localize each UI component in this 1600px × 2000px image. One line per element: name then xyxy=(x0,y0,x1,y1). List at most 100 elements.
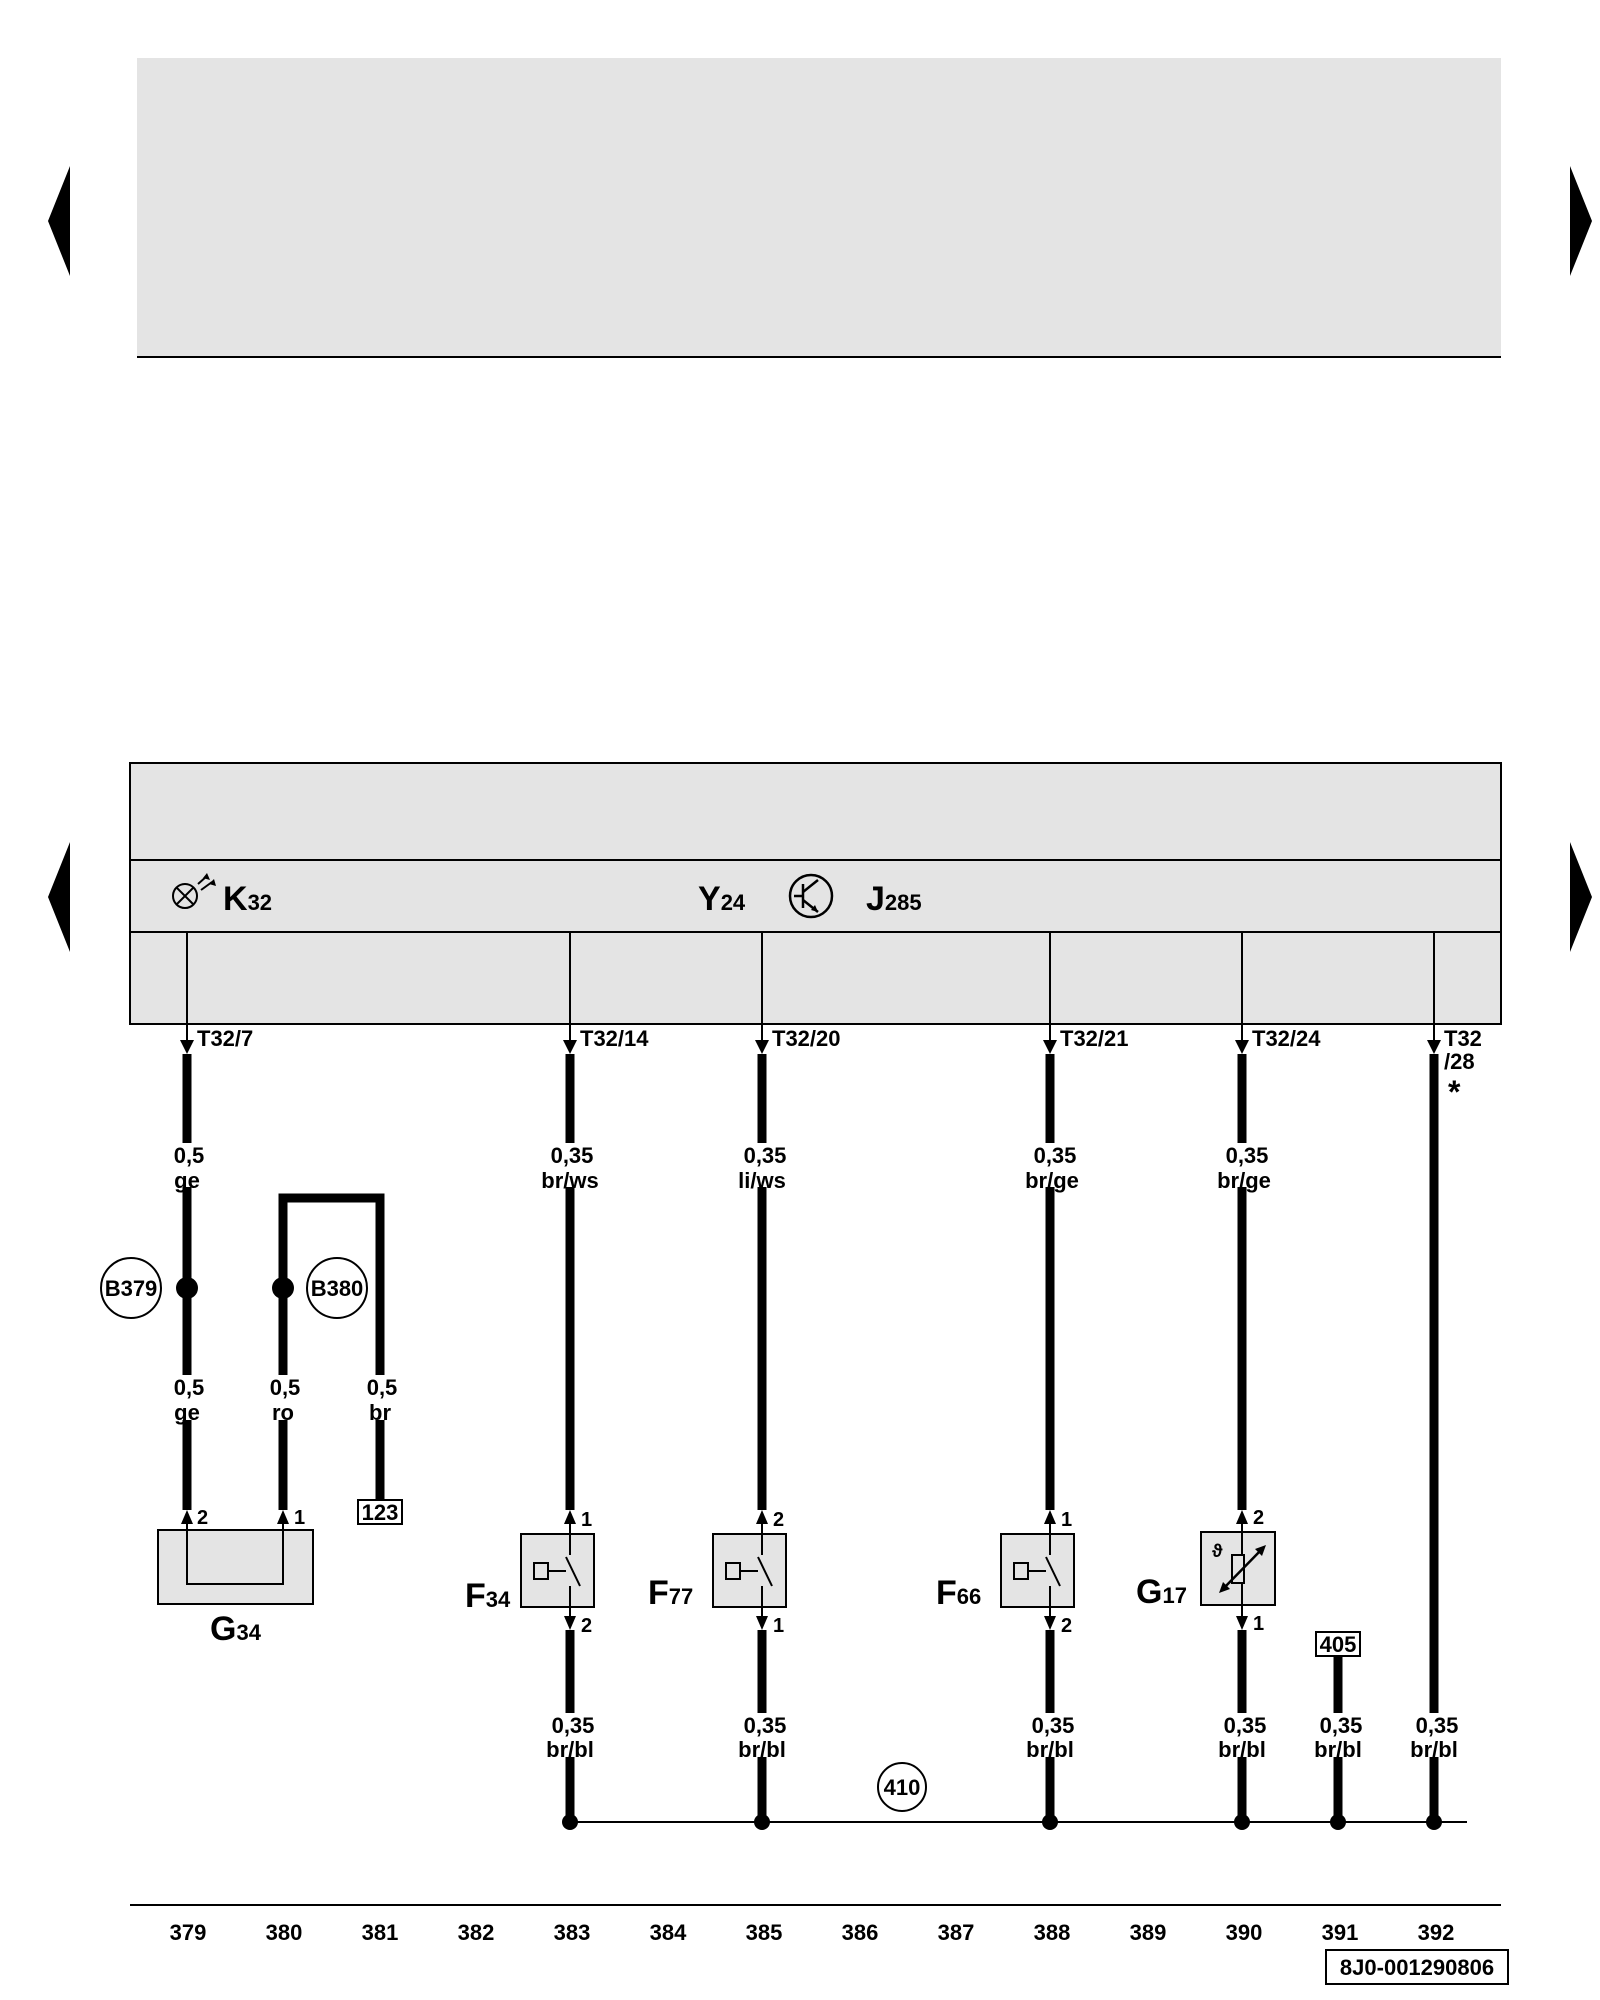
g17-pin-top: 2 xyxy=(1253,1507,1264,1529)
f34-pin-top: 1 xyxy=(581,1509,592,1531)
svg-text:388: 388 xyxy=(1034,1920,1071,1945)
svg-text:0,35: 0,35 xyxy=(1224,1713,1267,1738)
splice-b379-marker[interactable] xyxy=(100,1257,162,1319)
svg-text:0,35: 0,35 xyxy=(744,1713,787,1738)
connector-379: T32/7 xyxy=(197,1026,253,1051)
splice-b380-label: B380 xyxy=(311,1276,364,1301)
ref-123: 123 xyxy=(362,1500,399,1525)
svg-text:0,5: 0,5 xyxy=(270,1375,301,1400)
prev-page-arrow-icon[interactable] xyxy=(48,166,70,276)
connector-390: T32/24 xyxy=(1252,1026,1321,1051)
svg-text:391: 391 xyxy=(1322,1920,1359,1945)
thick-wires xyxy=(182,1054,1439,1818)
svg-text:br/ge: br/ge xyxy=(1217,1168,1271,1193)
svg-text:387: 387 xyxy=(938,1920,975,1945)
switch-f34[interactable] xyxy=(520,1524,595,1616)
svg-text:380: 380 xyxy=(266,1920,303,1945)
transistor-icon xyxy=(788,873,834,919)
prev-section-arrow-icon[interactable] xyxy=(48,842,70,952)
j285-label: J285 xyxy=(866,880,922,918)
svg-text:0,35: 0,35 xyxy=(1416,1713,1459,1738)
splice-b380-marker[interactable] xyxy=(306,1257,368,1319)
svg-text:br/bl: br/bl xyxy=(738,1737,786,1762)
diagram-id: 8J0-001290806 xyxy=(1340,1955,1494,1980)
pin-arrows-up xyxy=(181,1510,1248,1524)
wire-labels-bottom: 0,35 br/bl 0,35 br/bl 0,35 br/bl 0,35 br… xyxy=(546,1713,1458,1762)
svg-text:br: br xyxy=(369,1400,391,1425)
ground-410-label: 410 xyxy=(884,1775,921,1800)
upper-panel xyxy=(137,58,1501,357)
svg-text:0,35: 0,35 xyxy=(1032,1713,1075,1738)
svg-text:385: 385 xyxy=(746,1920,783,1945)
diagram-id-box xyxy=(1325,1949,1509,1985)
f77-pin-top: 2 xyxy=(773,1509,784,1531)
f66-pin-top: 1 xyxy=(1061,1509,1072,1531)
control-unit-box xyxy=(129,762,1502,1025)
temp-sender-g17[interactable]: ϑ xyxy=(1200,1524,1276,1616)
g17-pin-bottom: 1 xyxy=(1253,1613,1264,1635)
f77-label: F77 xyxy=(648,1574,693,1612)
svg-text:0,5: 0,5 xyxy=(174,1375,205,1400)
f77-pin-bottom: 1 xyxy=(773,1615,784,1637)
svg-text:389: 389 xyxy=(1130,1920,1167,1945)
svg-text:ro: ro xyxy=(272,1400,294,1425)
connector-388: T32/21 xyxy=(1060,1026,1129,1051)
ground-410-marker[interactable] xyxy=(877,1762,927,1812)
svg-text:392: 392 xyxy=(1418,1920,1455,1945)
svg-text:0,35: 0,35 xyxy=(1034,1143,1077,1168)
asterisk: * xyxy=(1448,1074,1461,1110)
splice-b380-dot xyxy=(272,1277,294,1299)
svg-text:ge: ge xyxy=(174,1400,200,1425)
g17-label: G17 xyxy=(1136,1573,1187,1611)
connector-385: T32/20 xyxy=(772,1026,841,1051)
f34-label: F34 xyxy=(465,1577,511,1615)
g34-label: G34 xyxy=(210,1610,262,1648)
svg-text:br/bl: br/bl xyxy=(546,1737,594,1762)
svg-text:br/bl: br/bl xyxy=(1410,1737,1458,1762)
switch-f77[interactable] xyxy=(712,1524,787,1616)
f66-pin-bottom: 2 xyxy=(1061,1615,1072,1637)
connector-383: T32/14 xyxy=(580,1026,649,1051)
next-page-arrow-icon[interactable] xyxy=(1570,166,1592,276)
g34-pin-1: 1 xyxy=(294,1507,305,1529)
theta-icon: ϑ xyxy=(1212,1541,1223,1561)
internal-wires xyxy=(186,932,1435,1040)
svg-text:0,35: 0,35 xyxy=(551,1143,594,1168)
svg-text:0,5: 0,5 xyxy=(174,1143,205,1168)
svg-text:386: 386 xyxy=(842,1920,879,1945)
svg-text:0,35: 0,35 xyxy=(1320,1713,1363,1738)
ref-405: 405 xyxy=(1320,1632,1357,1657)
splice-b379-dot xyxy=(176,1277,198,1299)
y24-label: Y24 xyxy=(698,880,746,918)
bus-junctions xyxy=(562,1814,1442,1830)
svg-text:br/bl: br/bl xyxy=(1314,1737,1362,1762)
svg-text:ge: ge xyxy=(174,1168,200,1193)
svg-text:br/ge: br/ge xyxy=(1025,1168,1079,1193)
ref-405-box[interactable] xyxy=(1315,1631,1361,1657)
g34-sensor[interactable] xyxy=(157,1529,314,1605)
svg-text:383: 383 xyxy=(554,1920,591,1945)
switch-f66[interactable] xyxy=(1000,1524,1075,1616)
column-numbers: 379 380 381 382 383 384 385 386 387 388 … xyxy=(170,1920,1455,1945)
svg-text:br/bl: br/bl xyxy=(1026,1737,1074,1762)
splice-b379-label: B379 xyxy=(105,1276,158,1301)
f34-pin-bottom: 2 xyxy=(581,1615,592,1637)
f66-label: F66 xyxy=(936,1574,981,1612)
warning-lamp-icon xyxy=(172,873,216,909)
svg-text:0,35: 0,35 xyxy=(552,1713,595,1738)
connector-392-a: T32 xyxy=(1444,1026,1482,1051)
k32-label: K32 xyxy=(223,880,272,918)
svg-text:379: 379 xyxy=(170,1920,207,1945)
svg-text:384: 384 xyxy=(650,1920,687,1945)
svg-text:381: 381 xyxy=(362,1920,399,1945)
svg-text:li/ws: li/ws xyxy=(738,1168,786,1193)
next-section-arrow-icon[interactable] xyxy=(1570,842,1592,952)
g34-sensor-loop xyxy=(186,1524,284,1585)
svg-text:br/bl: br/bl xyxy=(1218,1737,1266,1762)
wire-labels-top: 0,5 ge 0,35 br/ws 0,35 li/ws 0,35 br/ge … xyxy=(174,1143,1271,1193)
connector-392-b: /28 xyxy=(1444,1049,1475,1074)
ref-123-box[interactable] xyxy=(357,1499,403,1525)
svg-text:0,35: 0,35 xyxy=(1226,1143,1269,1168)
connector-arrows xyxy=(180,1040,1441,1054)
